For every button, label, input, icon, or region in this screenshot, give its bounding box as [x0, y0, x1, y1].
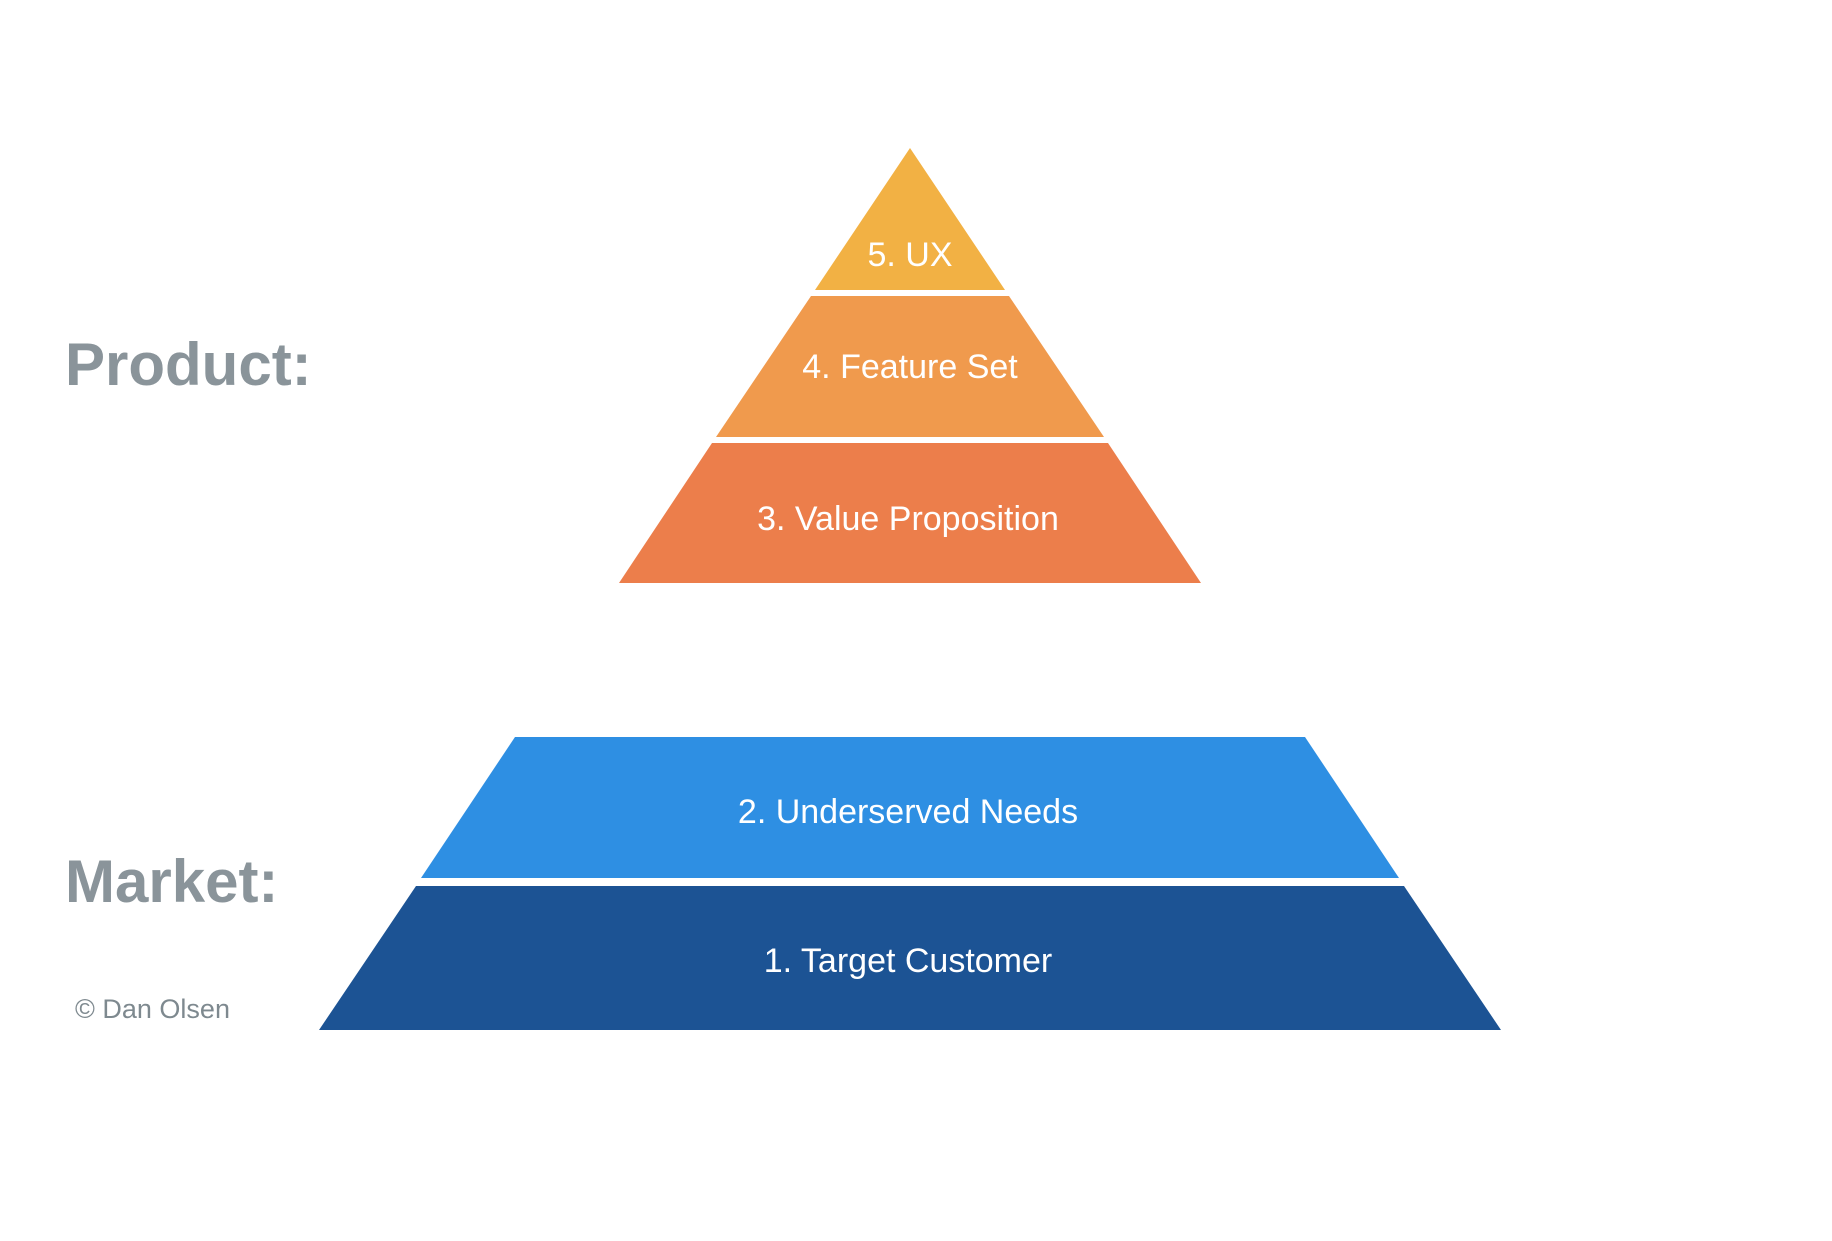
market-section-label: Market: — [65, 848, 278, 915]
copyright-credit: © Dan Olsen — [75, 994, 230, 1024]
pyramid-layer-1-target-customer-label: 1. Target Customer — [764, 942, 1053, 980]
pyramid-layer-4-feature-set-shape — [716, 296, 1104, 437]
pyramid-layer-2-underserved-needs-label: 2. Underserved Needs — [738, 793, 1078, 831]
pyramid-layer-1-target-customer-shape — [319, 886, 1501, 1030]
pyramid-layer-5-ux-shape — [815, 148, 1005, 290]
pyramid-layer-4-feature-set-label: 4. Feature Set — [802, 348, 1018, 386]
pyramid-layer-3-value-proposition-shape — [619, 443, 1201, 583]
product-section-label: Product: — [65, 331, 312, 398]
pyramid-layer-5-ux-label: 5. UX — [867, 236, 952, 274]
pyramid-layer-2-underserved-needs-shape — [421, 737, 1399, 878]
pyramid-layer-3-value-proposition-label: 3. Value Proposition — [757, 500, 1059, 538]
